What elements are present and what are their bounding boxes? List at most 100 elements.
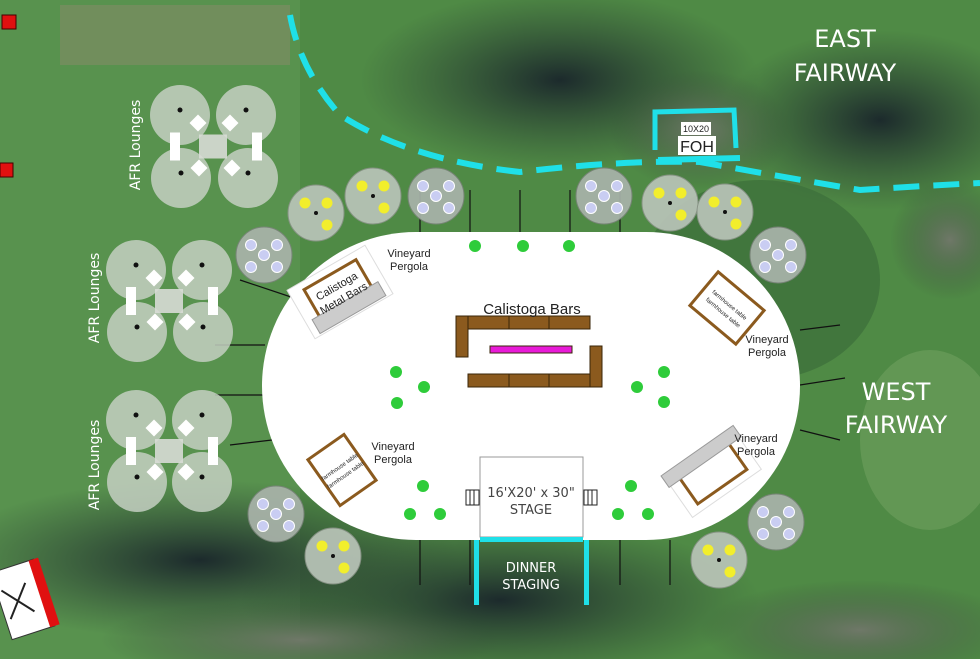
lounge-center — [245, 170, 251, 176]
plant-marker — [434, 508, 446, 520]
chair — [271, 261, 283, 273]
round-table-yellow-seats[interactable] — [696, 183, 754, 241]
lounge-sofa — [126, 287, 136, 315]
seat — [724, 566, 736, 578]
lounge-chair — [146, 313, 164, 331]
seat — [316, 540, 328, 552]
east-fairway-label-1: EAST — [814, 25, 876, 53]
plant-marker — [469, 240, 481, 252]
round-table-yellow-seats[interactable] — [344, 167, 402, 225]
plant-marker — [612, 508, 624, 520]
lounge-chair — [223, 159, 241, 177]
path-area — [60, 5, 290, 65]
chair — [270, 508, 282, 520]
seat — [708, 196, 720, 208]
chair — [417, 202, 429, 214]
chair — [783, 506, 795, 518]
afr-lounge-group[interactable] — [150, 85, 278, 208]
plant-marker — [642, 508, 654, 520]
lounge-sofa — [170, 132, 180, 161]
foh-label: FOH — [680, 139, 714, 156]
chair — [283, 520, 295, 532]
lounge-circle — [106, 240, 166, 300]
chair — [759, 261, 771, 273]
lounge-center — [177, 107, 183, 113]
chair — [443, 180, 455, 192]
lounge-chair — [177, 269, 195, 287]
afr-lounges — [106, 85, 278, 512]
tree-canopy — [720, 30, 980, 210]
round-table-lounge-chairs[interactable] — [575, 167, 633, 225]
plant-marker — [631, 381, 643, 393]
seat — [724, 544, 736, 556]
seat — [675, 187, 687, 199]
pergola-farmhouse-east[interactable]: farmhouse table farmhouse table — [687, 269, 767, 347]
plant-marker — [418, 381, 430, 393]
pergola-label: Vineyard — [371, 441, 414, 453]
seat — [356, 180, 368, 192]
lounge-center — [199, 474, 205, 480]
plant-marker — [625, 480, 637, 492]
red-marker — [1, 14, 17, 30]
pergola-southeast[interactable] — [660, 424, 763, 519]
table-center — [331, 554, 335, 558]
round-table-lounge-chairs[interactable] — [235, 226, 293, 284]
chair — [757, 528, 769, 540]
stage-size-label: 16'X20' x 30" — [487, 486, 575, 501]
lounge-circle — [106, 390, 166, 450]
calistoga-bars-label: Calistoga Bars — [483, 301, 581, 318]
afr-lounge-group[interactable] — [106, 240, 233, 362]
yellow-seat-tables — [287, 167, 754, 589]
chair — [271, 239, 283, 251]
chair — [245, 239, 257, 251]
chair — [417, 180, 429, 192]
chair — [772, 249, 784, 261]
plant-marker — [658, 396, 670, 408]
round-table-lounge-chairs[interactable] — [749, 226, 807, 284]
table-center — [371, 194, 375, 198]
chair — [430, 190, 442, 202]
lounge-chair — [145, 419, 163, 437]
chair — [443, 202, 455, 214]
lounge-chair — [189, 114, 207, 132]
foh-tent[interactable]: 10X20 FOH — [652, 107, 741, 163]
lounge-center — [134, 324, 140, 330]
foh-size: 10X20 — [683, 124, 709, 134]
round-table-yellow-seats[interactable] — [641, 174, 699, 232]
dinner-staging-label-1: DINNER — [506, 561, 557, 576]
chair — [783, 528, 795, 540]
round-table-lounge-chairs[interactable] — [407, 167, 465, 225]
seat — [338, 562, 350, 574]
pergola-farmhouse-west[interactable]: farmhouse table farmhouse table — [305, 432, 379, 508]
lounge-center — [199, 412, 205, 418]
seat — [730, 218, 742, 230]
west-fairway-label-1: WEST — [862, 378, 931, 406]
seat — [321, 219, 333, 231]
seat — [299, 197, 311, 209]
pergola-calistoga-metal-bars[interactable]: Calistoga Metal Bars — [286, 244, 394, 340]
lounge-sofa — [208, 437, 218, 465]
tree-canopy — [100, 600, 500, 659]
tree-canopy — [700, 580, 980, 659]
lounge-table — [155, 289, 183, 313]
afr-lounges-label: AFR Lounges — [128, 100, 144, 190]
stage-label: STAGE — [510, 503, 552, 518]
round-table-lounge-chairs[interactable] — [247, 485, 305, 543]
seat — [338, 540, 350, 552]
calistoga-bars[interactable] — [455, 315, 603, 388]
plant-markers — [390, 240, 670, 520]
round-table-yellow-seats[interactable] — [287, 184, 345, 242]
afr-lounge-group[interactable] — [106, 390, 232, 512]
plant-marker — [658, 366, 670, 378]
seat — [321, 197, 333, 209]
lounge-chair — [190, 159, 208, 177]
dinner-staging[interactable]: DINNER STAGING — [474, 537, 589, 605]
round-table-yellow-seats[interactable] — [690, 531, 748, 589]
round-table-lounge-chairs[interactable] — [747, 493, 805, 551]
stage[interactable]: 16'X20' x 30" STAGE — [479, 456, 584, 538]
round-table-yellow-seats[interactable] — [304, 527, 362, 585]
seat — [378, 202, 390, 214]
stage-steps — [465, 489, 598, 506]
pergola-label: Vineyard — [745, 334, 788, 346]
